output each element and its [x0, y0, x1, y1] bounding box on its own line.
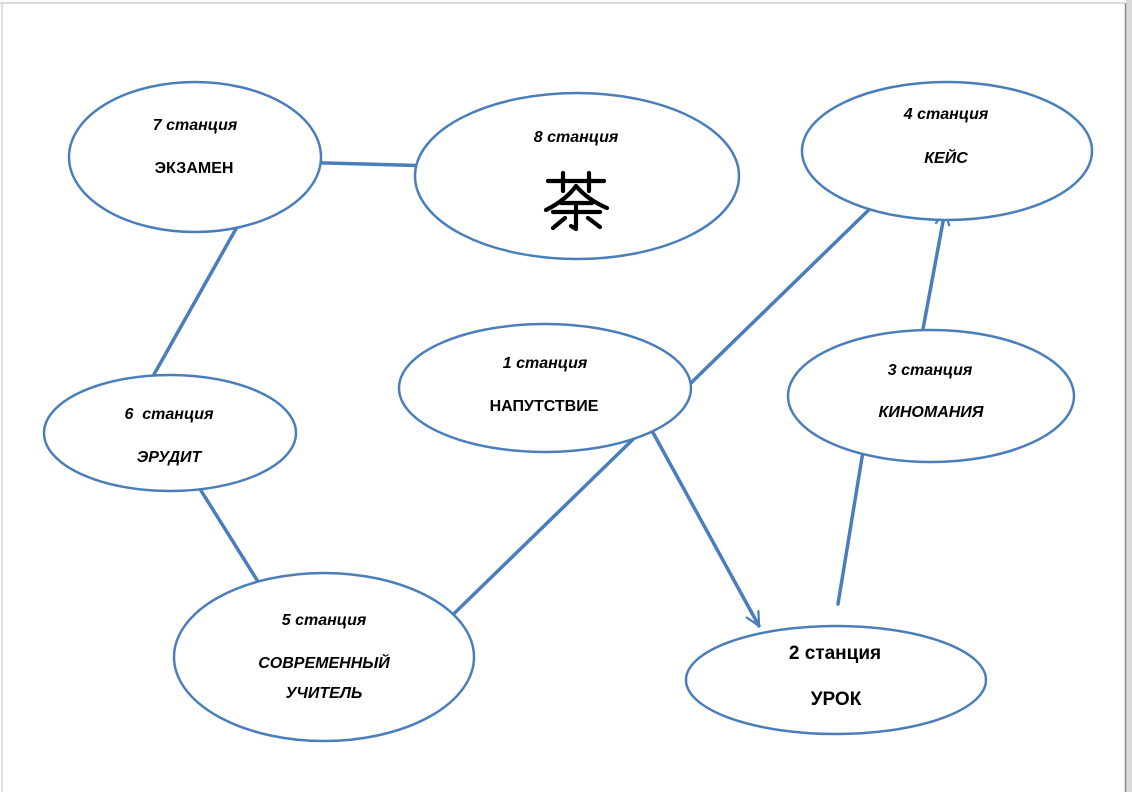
- station-8-ellipse: [413, 91, 741, 261]
- station-5-name-line-2: УЧИТЕЛЬ: [286, 685, 363, 702]
- station-5-ellipse: [172, 571, 476, 743]
- station-4-name: КЕЙС: [924, 147, 968, 167]
- station-7-node: 7 станция ЭКЗАМЕН: [67, 80, 323, 234]
- station-3-ellipse: [786, 328, 1076, 464]
- station-1-ellipse: [397, 322, 693, 454]
- station-3-label: 3 станция: [888, 362, 973, 379]
- station-3-name: КИНОМАНИЯ: [879, 404, 984, 421]
- station-3-node: 3 станция КИНОМАНИЯ: [786, 328, 1076, 464]
- station-1-name: НАПУТСТВИЕ: [490, 398, 599, 415]
- tea-symbol-glyph: [543, 170, 610, 232]
- station-4-ellipse: [800, 80, 1094, 222]
- station-2-ellipse: [684, 624, 988, 736]
- station-6-name: ЭРУДИТ: [137, 449, 203, 466]
- arrow-station5-to-station6: [188, 471, 264, 590]
- station-5-label: 5 станция: [282, 612, 367, 629]
- station-7-name: ЭКЗАМЕН: [155, 160, 234, 177]
- station-4-node: 4 станция КЕЙС: [800, 80, 1094, 222]
- page-right-shadow: [1126, 0, 1132, 792]
- station-8-label: 8 станция: [534, 129, 619, 146]
- arrow-station1-to-station2: [643, 416, 761, 628]
- station-6-label: 6 станция: [124, 406, 214, 423]
- station-1-node: 1 станция НАПУТСТВИЕ: [397, 322, 693, 454]
- station-5-node: 5 станция СОВРЕМЕННЫЙ УЧИТЕЛЬ: [172, 571, 476, 743]
- station-2-label: 2 станция: [789, 643, 881, 664]
- arrow-station3-to-station4: [918, 209, 951, 347]
- station-6-node: 6 станция ЭРУДИТ: [42, 373, 298, 493]
- station-7-ellipse: [67, 80, 323, 234]
- station-4-label: 4 станция: [903, 106, 989, 123]
- station-2-node: 2 станция УРОК: [684, 624, 988, 736]
- station-8-node: 8 станция: [413, 91, 741, 261]
- station-1-label: 1 станция: [503, 355, 588, 372]
- station-6-ellipse: [42, 373, 298, 493]
- station-7-label: 7 станция: [153, 117, 238, 134]
- station-5-name-line-1: СОВРЕМЕННЫЙ: [258, 652, 390, 672]
- station-2-name: УРОК: [811, 689, 862, 710]
- arrow-station6-to-station7: [150, 209, 248, 380]
